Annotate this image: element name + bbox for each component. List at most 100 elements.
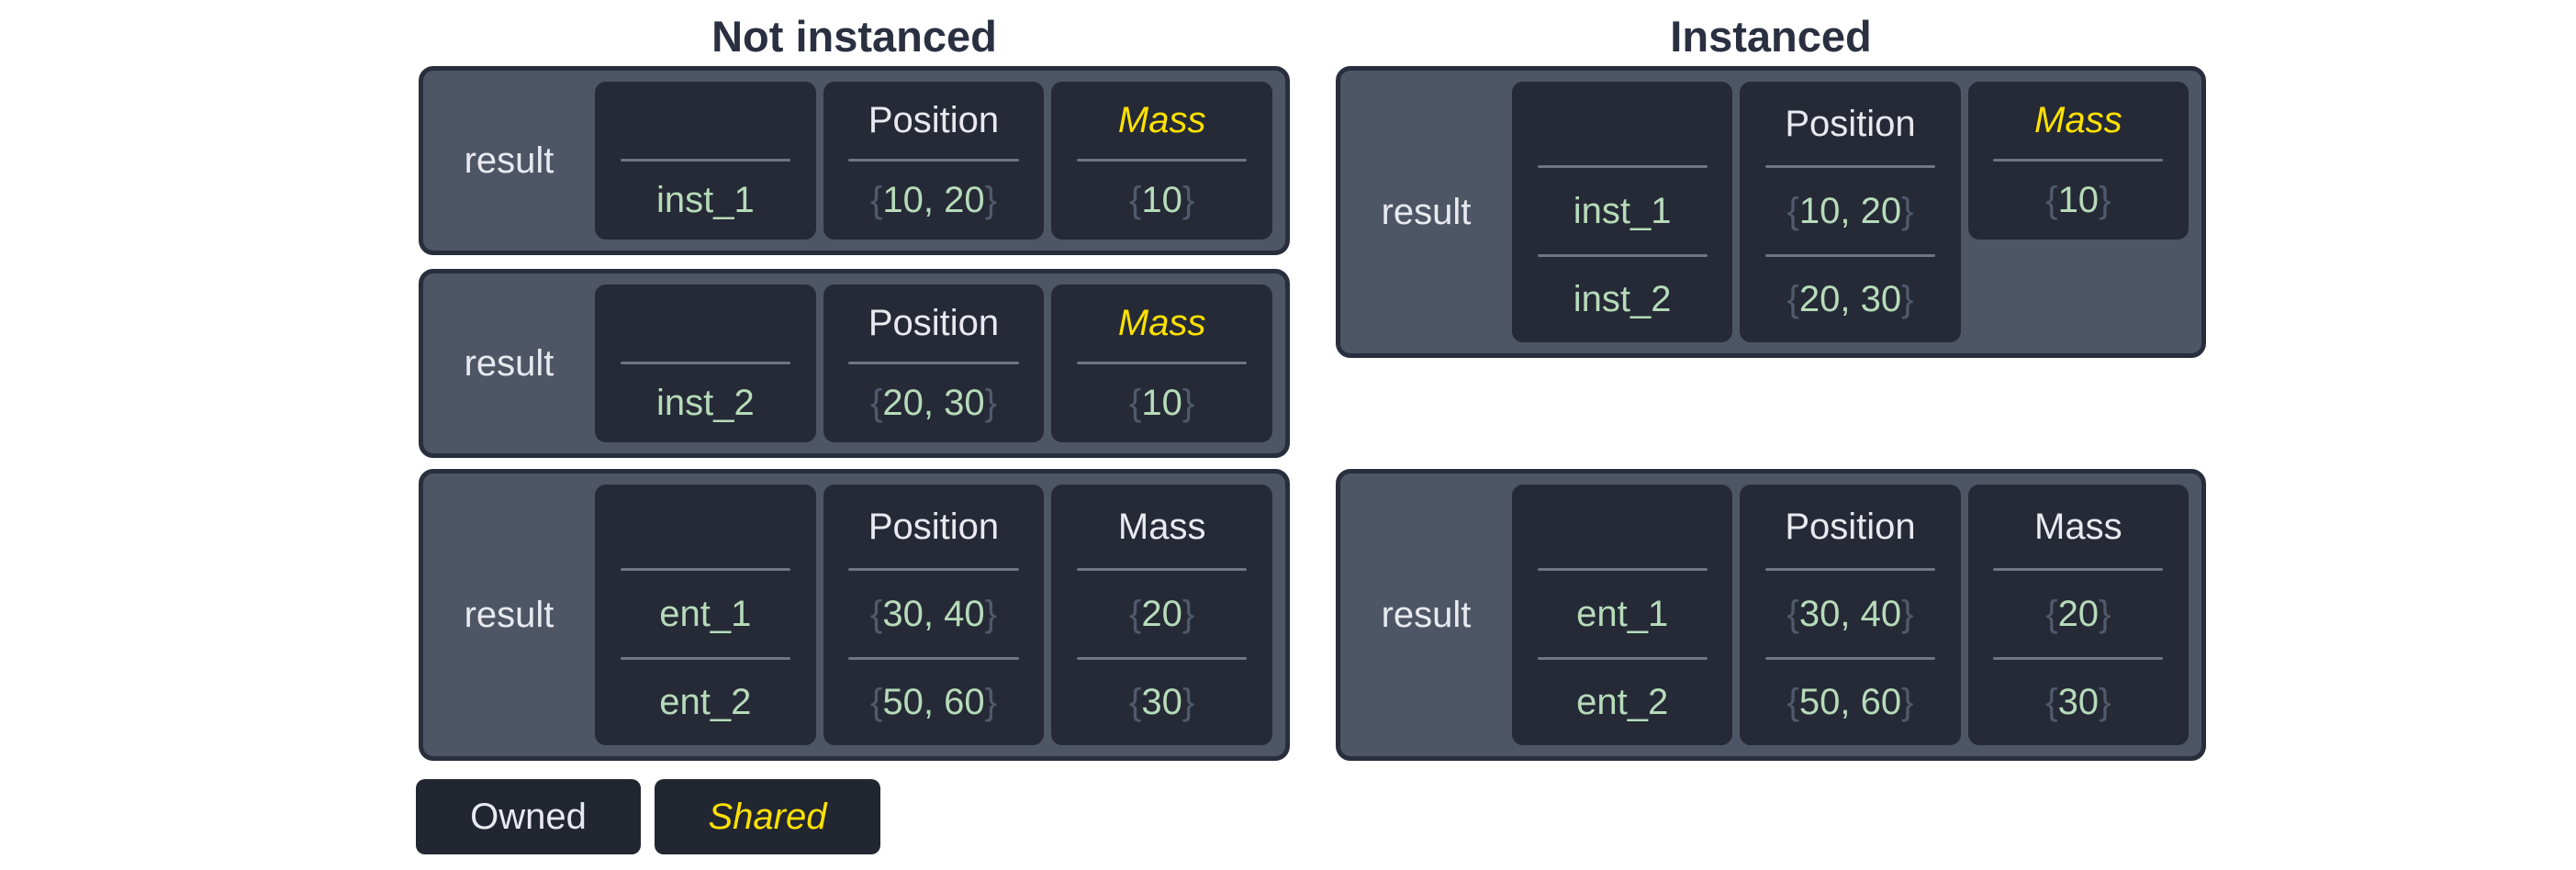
brace-close: } bbox=[1182, 180, 1195, 221]
query-result-table-instanced: result inst_1 inst_2 Position {10, 20} {… bbox=[1336, 66, 2206, 358]
position-value: {30, 40} bbox=[1787, 591, 1914, 637]
brace-open: { bbox=[1129, 180, 1142, 221]
entity-name: inst_1 bbox=[1573, 190, 1672, 231]
brace-open: { bbox=[2045, 682, 2058, 723]
section-not-instanced: Not instanced result inst_1 Position {10… bbox=[419, 0, 1290, 870]
row-divider bbox=[1537, 656, 1708, 660]
row-divider bbox=[620, 361, 790, 364]
entity-name: ent_1 bbox=[1576, 593, 1669, 634]
brace-close: } bbox=[984, 593, 997, 634]
brace-close: } bbox=[1182, 593, 1195, 634]
brace-open: { bbox=[870, 180, 883, 221]
result-label: result bbox=[464, 139, 554, 181]
brace-open: { bbox=[2045, 593, 2058, 634]
position-column: Position {10, 20} bbox=[823, 82, 1045, 240]
row-divider bbox=[848, 158, 1019, 162]
position-value: {20, 30} bbox=[1787, 276, 1914, 322]
row-divider bbox=[848, 361, 1019, 364]
brace-close: } bbox=[1182, 682, 1195, 723]
section-title-instanced: Instanced bbox=[1670, 12, 1872, 61]
position-value-text: 50, 60 bbox=[882, 682, 985, 723]
row-divider bbox=[848, 656, 1019, 660]
entity-name: ent_2 bbox=[659, 682, 752, 723]
brace-open: { bbox=[1129, 383, 1142, 424]
entity-column: inst_1 bbox=[595, 82, 816, 240]
mass-value: {10} bbox=[1129, 380, 1194, 426]
mass-column-header: Mass bbox=[2034, 506, 2122, 547]
row-divider bbox=[1993, 656, 2164, 660]
section-instanced: Instanced result inst_1 inst_2 Position … bbox=[1336, 0, 2206, 870]
brace-open: { bbox=[870, 682, 883, 723]
mass-column: Mass {20} {30} bbox=[1967, 485, 2189, 745]
entity-name: inst_2 bbox=[655, 383, 755, 424]
mass-column-header: Mass bbox=[1117, 99, 1206, 140]
result-label: result bbox=[464, 342, 554, 384]
brace-close: } bbox=[984, 682, 997, 723]
row-divider bbox=[848, 568, 1019, 572]
position-column-header: Position bbox=[868, 506, 1000, 547]
mass-value-text: 20 bbox=[2057, 593, 2100, 634]
brace-open: { bbox=[1129, 593, 1142, 634]
archetype-columns: inst_2 Position {20, 30} Mass {10} bbox=[595, 284, 1272, 442]
mass-value-text: 20 bbox=[1141, 593, 1182, 634]
brace-open: { bbox=[1129, 682, 1142, 723]
position-value: {10, 20} bbox=[870, 177, 997, 223]
brace-open: { bbox=[1786, 279, 1799, 320]
row-divider bbox=[1764, 253, 1936, 257]
mass-value-text: 10 bbox=[1141, 383, 1182, 424]
position-value-text: 10, 20 bbox=[1798, 190, 1902, 231]
brace-close: } bbox=[984, 180, 997, 221]
mass-column-header: Mass bbox=[1117, 506, 1206, 547]
brace-open: { bbox=[870, 593, 883, 634]
row-divider bbox=[620, 568, 790, 572]
row-divider bbox=[1764, 656, 1936, 660]
mass-value-text: 10 bbox=[2057, 180, 2100, 221]
entity-name: inst_1 bbox=[655, 180, 755, 221]
row-divider bbox=[1077, 361, 1248, 364]
position-value-text: 20, 30 bbox=[1798, 279, 1902, 320]
position-column-header: Position bbox=[1785, 103, 1916, 144]
entity-name: ent_2 bbox=[1576, 682, 1669, 723]
row-divider bbox=[1537, 165, 1708, 169]
mass-column-shared: Mass {10} bbox=[1051, 82, 1272, 240]
result-label: result bbox=[464, 594, 554, 635]
row-divider bbox=[620, 158, 790, 162]
brace-close: } bbox=[1901, 682, 1914, 723]
mass-column: Mass {20} {30} bbox=[1051, 485, 1272, 745]
position-value: {50, 60} bbox=[870, 679, 997, 725]
archetype-columns: ent_1 ent_2 Position {30, 40} {50, 60} M… bbox=[595, 485, 1272, 745]
query-result-table-owned: result ent_1 ent_2 Position {30, 40} {50… bbox=[419, 469, 1290, 761]
position-column: Position {30, 40} {50, 60} bbox=[1740, 485, 1961, 745]
position-column: Position {10, 20} {20, 30} bbox=[1740, 82, 1961, 342]
brace-open: { bbox=[1786, 190, 1799, 231]
brace-close: } bbox=[1182, 383, 1195, 424]
mass-value: {10} bbox=[1129, 177, 1194, 223]
mass-value: {20} bbox=[1129, 591, 1194, 637]
brace-open: { bbox=[2045, 180, 2058, 221]
position-column: Position {30, 40} {50, 60} bbox=[823, 485, 1045, 745]
mass-column-header: Mass bbox=[2034, 99, 2122, 140]
entity-column: inst_1 inst_2 bbox=[1512, 82, 1733, 342]
position-value: {30, 40} bbox=[870, 591, 997, 637]
result-label: result bbox=[1381, 191, 1472, 232]
brace-close: } bbox=[984, 383, 997, 424]
mass-value-text: 30 bbox=[1141, 682, 1182, 723]
brace-close: } bbox=[2099, 593, 2111, 634]
position-value: {50, 60} bbox=[1787, 679, 1914, 725]
mass-value: {30} bbox=[2045, 679, 2111, 725]
brace-close: } bbox=[1901, 190, 1914, 231]
query-result-table-inst1: result inst_1 Position {10, 20} Mass {10… bbox=[419, 66, 1290, 255]
mass-value: {30} bbox=[1129, 679, 1194, 725]
row-divider bbox=[1077, 656, 1248, 660]
row-divider bbox=[1764, 165, 1936, 169]
position-value: {20, 30} bbox=[870, 380, 997, 426]
position-value: {10, 20} bbox=[1787, 188, 1914, 234]
mass-value: {20} bbox=[2045, 591, 2111, 637]
entity-column: inst_2 bbox=[595, 284, 816, 442]
row-divider bbox=[1993, 568, 2164, 572]
position-column: Position {20, 30} bbox=[823, 284, 1045, 442]
query-result-table-owned: result ent_1 ent_2 Position {30, 40} {50… bbox=[1336, 469, 2206, 761]
row-divider bbox=[1077, 158, 1248, 162]
position-value-text: 50, 60 bbox=[1798, 682, 1902, 723]
entity-name: inst_2 bbox=[1573, 279, 1672, 320]
